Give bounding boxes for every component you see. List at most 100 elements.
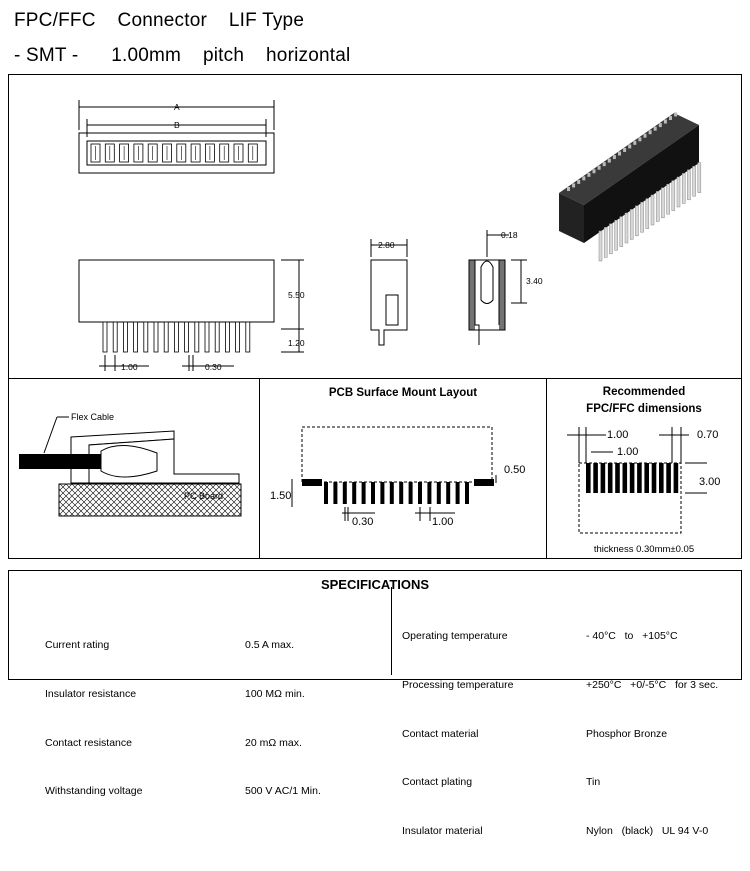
contact-hole	[567, 187, 570, 191]
ffc-dim-300: 3.00	[699, 476, 720, 488]
lead	[692, 165, 696, 197]
pc-board-hatch	[58, 483, 242, 517]
front-view-body	[78, 259, 275, 323]
spec-label: Current rating	[45, 639, 110, 652]
specifications-title: SPECIFICATIONS	[320, 577, 430, 592]
front-pin	[163, 321, 169, 353]
front-pin	[173, 321, 179, 353]
pcb-pad	[465, 482, 469, 504]
lead	[655, 191, 660, 222]
lead	[666, 183, 670, 215]
dim-340-label: 3.40	[526, 276, 543, 286]
lead	[603, 227, 608, 258]
spec-value: +250°C +0/-5°C for 3 sec.	[586, 679, 719, 692]
front-pins	[102, 321, 251, 353]
spec-left-labels: Current rating Insulator resistance Cont…	[45, 605, 142, 832]
contact-hole	[669, 116, 672, 120]
lead	[624, 212, 629, 244]
spec-label: Contact plating	[402, 776, 473, 789]
spec-divider	[391, 587, 392, 675]
contact-hole	[633, 140, 637, 145]
ffc-dim-100b: 1.00	[617, 446, 638, 458]
dim-a-label: A	[174, 102, 180, 112]
ffc-strip	[666, 463, 671, 493]
spec-right-labels: Operating temperature Processing tempera…	[402, 596, 513, 871]
ffc-dimension-panel: Recommended FPC/FFC dimensions 1.00 0.70…	[546, 378, 742, 559]
contact-hole	[663, 119, 667, 124]
contact-hole	[653, 126, 657, 131]
spec-value: Tin	[586, 776, 601, 789]
pcb-dim-150: 1.50	[270, 490, 291, 502]
spec-value: Phosphor Bronze	[586, 727, 668, 740]
contact-hole	[618, 151, 621, 156]
lead	[681, 173, 686, 204]
lead	[687, 169, 691, 201]
drawing-panel: A B 5.50 1.20 1.00 0.30 2.80 0.18 3.40	[8, 74, 742, 379]
front-pin	[133, 321, 138, 353]
contact-hole	[607, 158, 611, 163]
pcb-dim-030: 0.30	[352, 516, 373, 528]
contact-hole	[597, 165, 601, 170]
spec-value: 500 V AC/1 Min.	[245, 785, 321, 798]
ffc-strip	[673, 463, 679, 493]
ffc-strip	[644, 463, 649, 493]
cable-view-panel: Flex Cable PC Board	[8, 378, 260, 559]
lead	[635, 205, 639, 237]
pc-board-label: PC Board	[184, 491, 223, 501]
spec-label: Contact material	[402, 727, 479, 740]
contact-slots	[90, 143, 258, 163]
contact-slot	[119, 143, 129, 163]
dim-100-label: 1.00	[121, 362, 138, 372]
pcb-layout-panel: PCB Surface Mount Layout 0.50 1.50 0.30 …	[259, 378, 547, 559]
pcb-pad	[342, 482, 347, 504]
spec-value: - 40°C to +105°C	[586, 630, 678, 643]
ffc-strip	[593, 463, 598, 493]
top-view-inner	[86, 140, 267, 166]
front-pin	[245, 321, 251, 353]
connector-3d-image	[559, 112, 702, 262]
contact-hole	[602, 162, 606, 167]
ffc-dim-100a: 1.00	[607, 429, 628, 441]
dim-550-label: 5.50	[288, 290, 305, 300]
contact-hole	[628, 144, 632, 149]
lead	[671, 180, 676, 211]
contact-hole	[643, 133, 647, 138]
pcb-pad	[399, 482, 404, 504]
contact-hole	[582, 176, 586, 181]
contact-slot	[162, 143, 172, 163]
ffc-title-2: FPC/FFC dimensions	[586, 403, 702, 415]
lead	[676, 176, 681, 208]
lead	[650, 194, 655, 226]
pcb-pad	[436, 482, 441, 504]
pcb-layout-title: PCB Surface Mount Layout	[329, 387, 477, 399]
ffc-strip	[615, 463, 620, 493]
dim-280-label: 2.80	[378, 240, 395, 250]
front-pin	[153, 321, 159, 353]
section-contact	[480, 260, 494, 304]
pcb-pad	[427, 482, 432, 504]
spec-label: Insulator material	[402, 824, 483, 837]
title-line-1: FPC/FFC Connector LIF Type	[14, 10, 305, 31]
contact-slot	[204, 143, 215, 163]
pcb-pad	[361, 482, 366, 504]
contact-hole	[572, 183, 576, 188]
flex-cable-label: Flex Cable	[71, 412, 114, 422]
ffc-strip	[637, 463, 642, 493]
ffc-strip	[607, 463, 613, 493]
pcb-pad	[333, 482, 338, 504]
front-pin	[214, 321, 220, 353]
pcb-pad	[324, 482, 328, 504]
front-pin	[235, 321, 241, 353]
pcb-dim-050: 0.50	[504, 464, 525, 476]
spec-value: 0.5 A max.	[245, 639, 295, 652]
lead	[609, 223, 613, 255]
front-pin	[102, 321, 108, 353]
front-pin	[112, 321, 118, 353]
pcb-pad	[380, 482, 385, 504]
contact-slot	[190, 143, 201, 163]
pcb-pad	[455, 482, 460, 504]
spec-label: Withstanding voltage	[45, 785, 143, 798]
ffc-thickness: thickness 0.30mm±0.05	[594, 544, 694, 555]
lead	[640, 201, 644, 233]
lead	[661, 187, 665, 219]
